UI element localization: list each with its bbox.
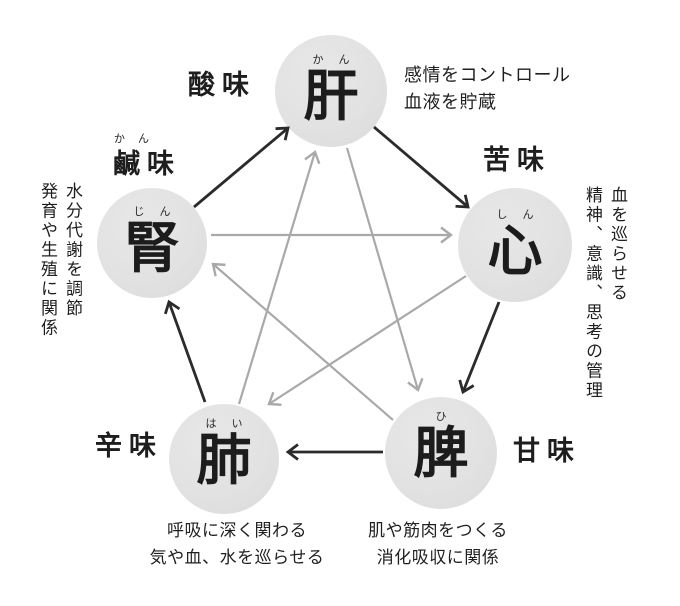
liver-kanji: 肝 — [303, 65, 359, 127]
arrow-lung-to-kidney — [163, 299, 207, 403]
taste-furigana-kidney: かん — [114, 133, 162, 145]
taste-label-liver: 酸味 — [188, 70, 256, 100]
spleen-furigana: ひ — [435, 411, 462, 423]
taste-label-kidney: 鹹味 — [113, 149, 181, 179]
liver-description-line1: 感情をコントロール — [404, 65, 571, 85]
heart-furigana: しん — [496, 209, 549, 221]
kidney-furigana: じん — [133, 206, 186, 218]
lung-description-line1: 呼吸に深く関わる — [167, 521, 307, 540]
organ-circle-liver: かん 肝 — [275, 35, 387, 147]
arrow-kidney-to-liver — [193, 126, 290, 209]
arrow-heart-to-lung — [267, 275, 467, 407]
organ-circle-heart: しん 心 — [458, 188, 572, 302]
taste-label-heart: 苦味 — [483, 145, 551, 175]
lung-kanji: 肺 — [196, 429, 252, 491]
kidney-description-line2: 発育や生殖に関係 — [38, 182, 57, 338]
organ-circle-spleen: ひ 脾 — [385, 397, 497, 509]
lung-description: 呼吸に深く関わる 気や血、水を巡らせる — [128, 517, 346, 571]
liver-description: 感情をコントロール 血液を貯蔵 — [404, 62, 571, 116]
taste-label-lung: 辛味 — [95, 431, 163, 461]
organ-circle-kidney: じん 腎 — [97, 188, 207, 298]
heart-kanji: 心 — [487, 220, 543, 282]
arrow-heart-to-spleen — [458, 301, 501, 395]
spleen-kanji: 脾 — [413, 422, 469, 484]
liver-description-line2: 血液を貯蔵 — [404, 92, 497, 112]
kidney-kanji: 腎 — [124, 217, 180, 279]
spleen-description-line2: 消化吸収に関係 — [376, 548, 500, 567]
heart-description-line2: 精神、意識、思考の管理 — [583, 186, 602, 401]
lung-furigana: はい — [205, 418, 258, 430]
arrow-liver-to-heart — [373, 125, 470, 209]
arrow-liver-to-spleen — [345, 147, 424, 392]
liver-furigana: かん — [312, 54, 365, 66]
arrow-lung-to-liver — [237, 150, 321, 405]
heart-description-line1: 血を巡らせる — [608, 186, 627, 303]
organ-circle-lung: はい 肺 — [169, 404, 279, 514]
kidney-description: 水分代謝を調節 発育や生殖に関係 — [35, 182, 85, 362]
taste-label-spleen: 甘味 — [513, 436, 581, 466]
spleen-description: 肌や筋肉をつくる 消化吸収に関係 — [350, 517, 526, 571]
spleen-description-line1: 肌や筋肉をつくる — [368, 521, 508, 540]
kidney-description-line1: 水分代謝を調節 — [63, 182, 82, 319]
lung-description-line2: 気や血、水を巡らせる — [149, 548, 325, 567]
arrow-spleen-to-kidney — [211, 262, 394, 421]
heart-description: 血を巡らせる 精神、意識、思考の管理 — [580, 186, 630, 422]
